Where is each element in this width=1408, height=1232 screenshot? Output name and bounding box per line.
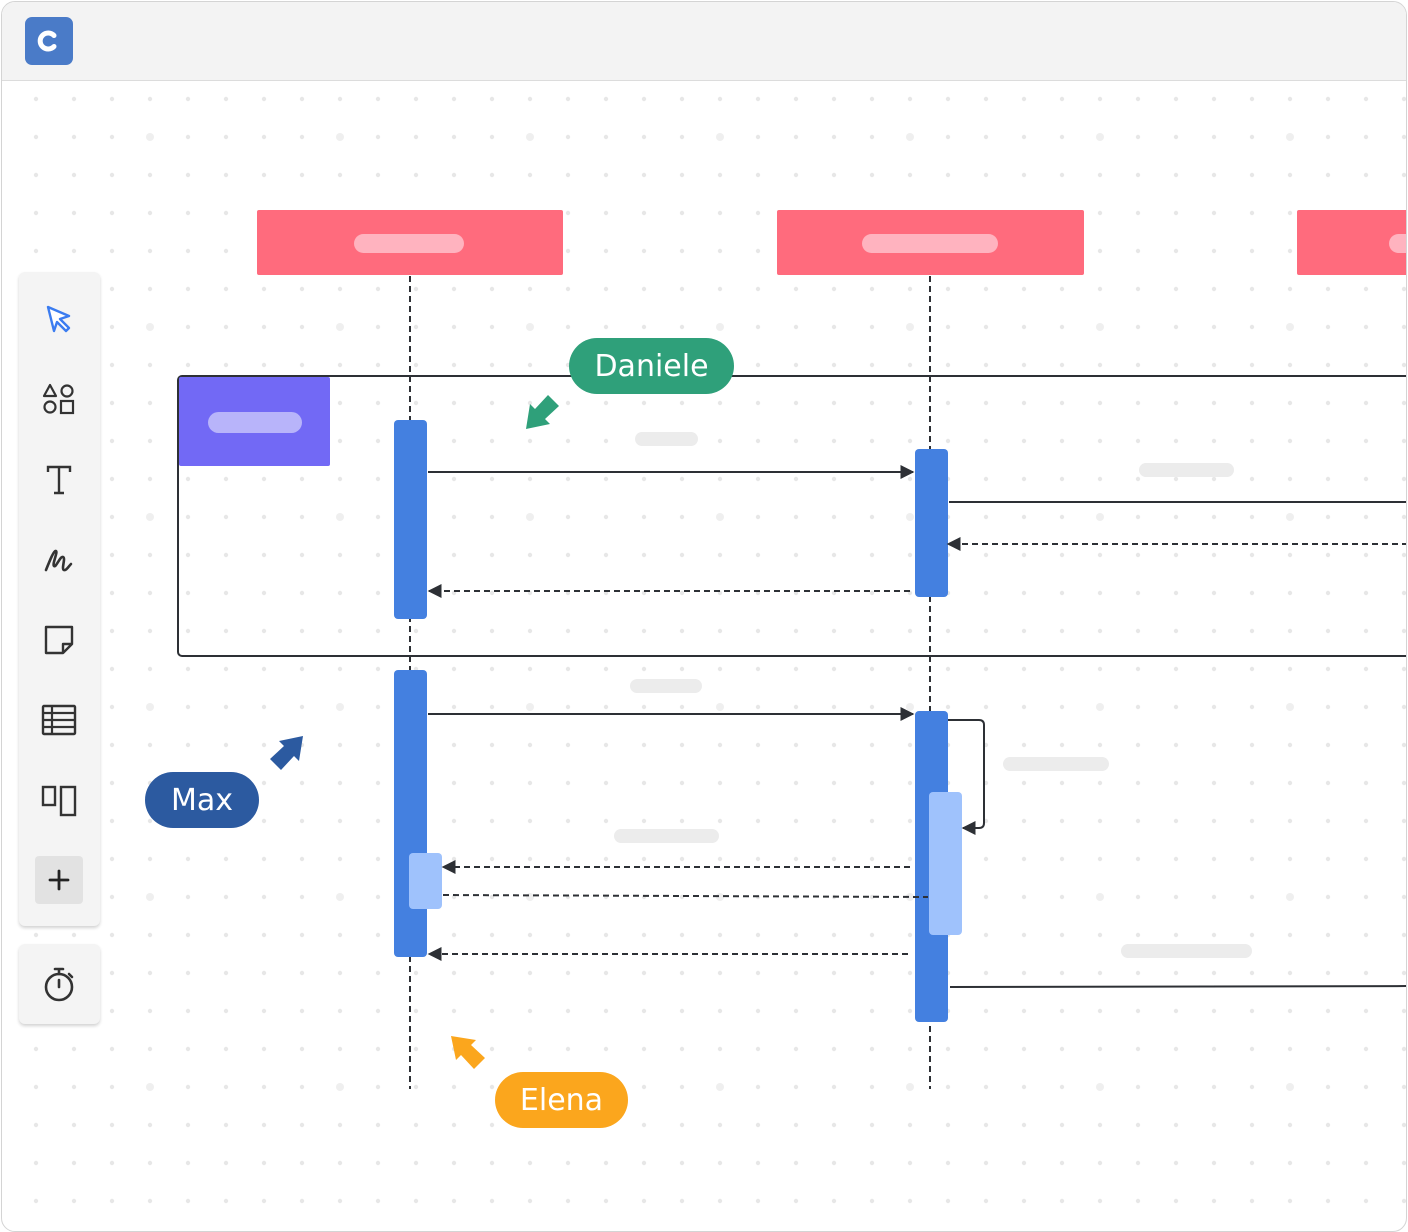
sequence-diagram — [177, 210, 1406, 1089]
message-label-4 — [1003, 757, 1109, 771]
top-bar — [2, 2, 1406, 81]
activation-bar-2[interactable] — [915, 449, 948, 597]
diagram-canvas[interactable]: Daniele Max Elena — [2, 81, 1406, 1231]
self-message-arrow[interactable] — [948, 719, 985, 835]
shapes-icon — [42, 383, 75, 415]
elena-cursor-icon — [451, 1036, 485, 1069]
return-arrow-4[interactable] — [442, 894, 929, 898]
message-label-6 — [1121, 944, 1252, 958]
sticky-note-icon — [44, 625, 74, 655]
timer-tool[interactable] — [35, 960, 83, 1008]
text-tool[interactable] — [35, 456, 83, 504]
select-tool[interactable] — [35, 296, 83, 344]
frame-label-text — [208, 412, 302, 433]
sticky-note-tool[interactable] — [35, 616, 83, 664]
daniele-cursor-icon — [526, 395, 559, 429]
draw-tool[interactable] — [35, 536, 83, 584]
app-logo[interactable] — [25, 17, 73, 65]
activation-bar-1[interactable] — [394, 420, 427, 619]
table-icon — [41, 704, 77, 736]
message-label-3 — [630, 679, 702, 693]
pen-scribble-icon — [44, 549, 73, 572]
message-label-5 — [614, 829, 719, 843]
message-arrow-4[interactable] — [949, 985, 1406, 988]
nested-activation-bar-2[interactable] — [409, 853, 442, 909]
left-toolbar — [19, 272, 100, 926]
lifeline-header-3-label — [1389, 234, 1406, 253]
shapes-tool[interactable] — [35, 376, 83, 424]
timer-panel — [19, 944, 100, 1024]
layout-tool[interactable] — [35, 776, 83, 824]
nested-activation-bar-1[interactable] — [929, 792, 962, 935]
plus-icon — [48, 869, 70, 891]
combined-fragment-frame[interactable] — [177, 375, 1406, 657]
activation-bar-3[interactable] — [394, 670, 427, 957]
dot-grid — [33, 96, 1406, 1204]
stopwatch-icon — [44, 967, 74, 1002]
message-label-2 — [1139, 463, 1234, 477]
text-icon — [46, 465, 72, 495]
max-cursor-icon — [270, 736, 303, 770]
logo-c-icon — [37, 30, 57, 52]
lifeline-header-1-label — [354, 234, 464, 253]
cursor-arrow-icon — [46, 305, 71, 333]
message-label-1 — [635, 432, 698, 446]
collaborator-badge-elena: Elena — [495, 1072, 628, 1128]
lifeline-header-2-label — [862, 234, 998, 253]
lifeline-header-3[interactable] — [1297, 210, 1406, 275]
columns-icon — [41, 785, 77, 817]
collaborator-badge-daniele: Daniele — [569, 338, 734, 394]
add-tool[interactable] — [35, 856, 83, 904]
collaborator-badge-max: Max — [145, 772, 259, 828]
table-tool[interactable] — [35, 696, 83, 744]
